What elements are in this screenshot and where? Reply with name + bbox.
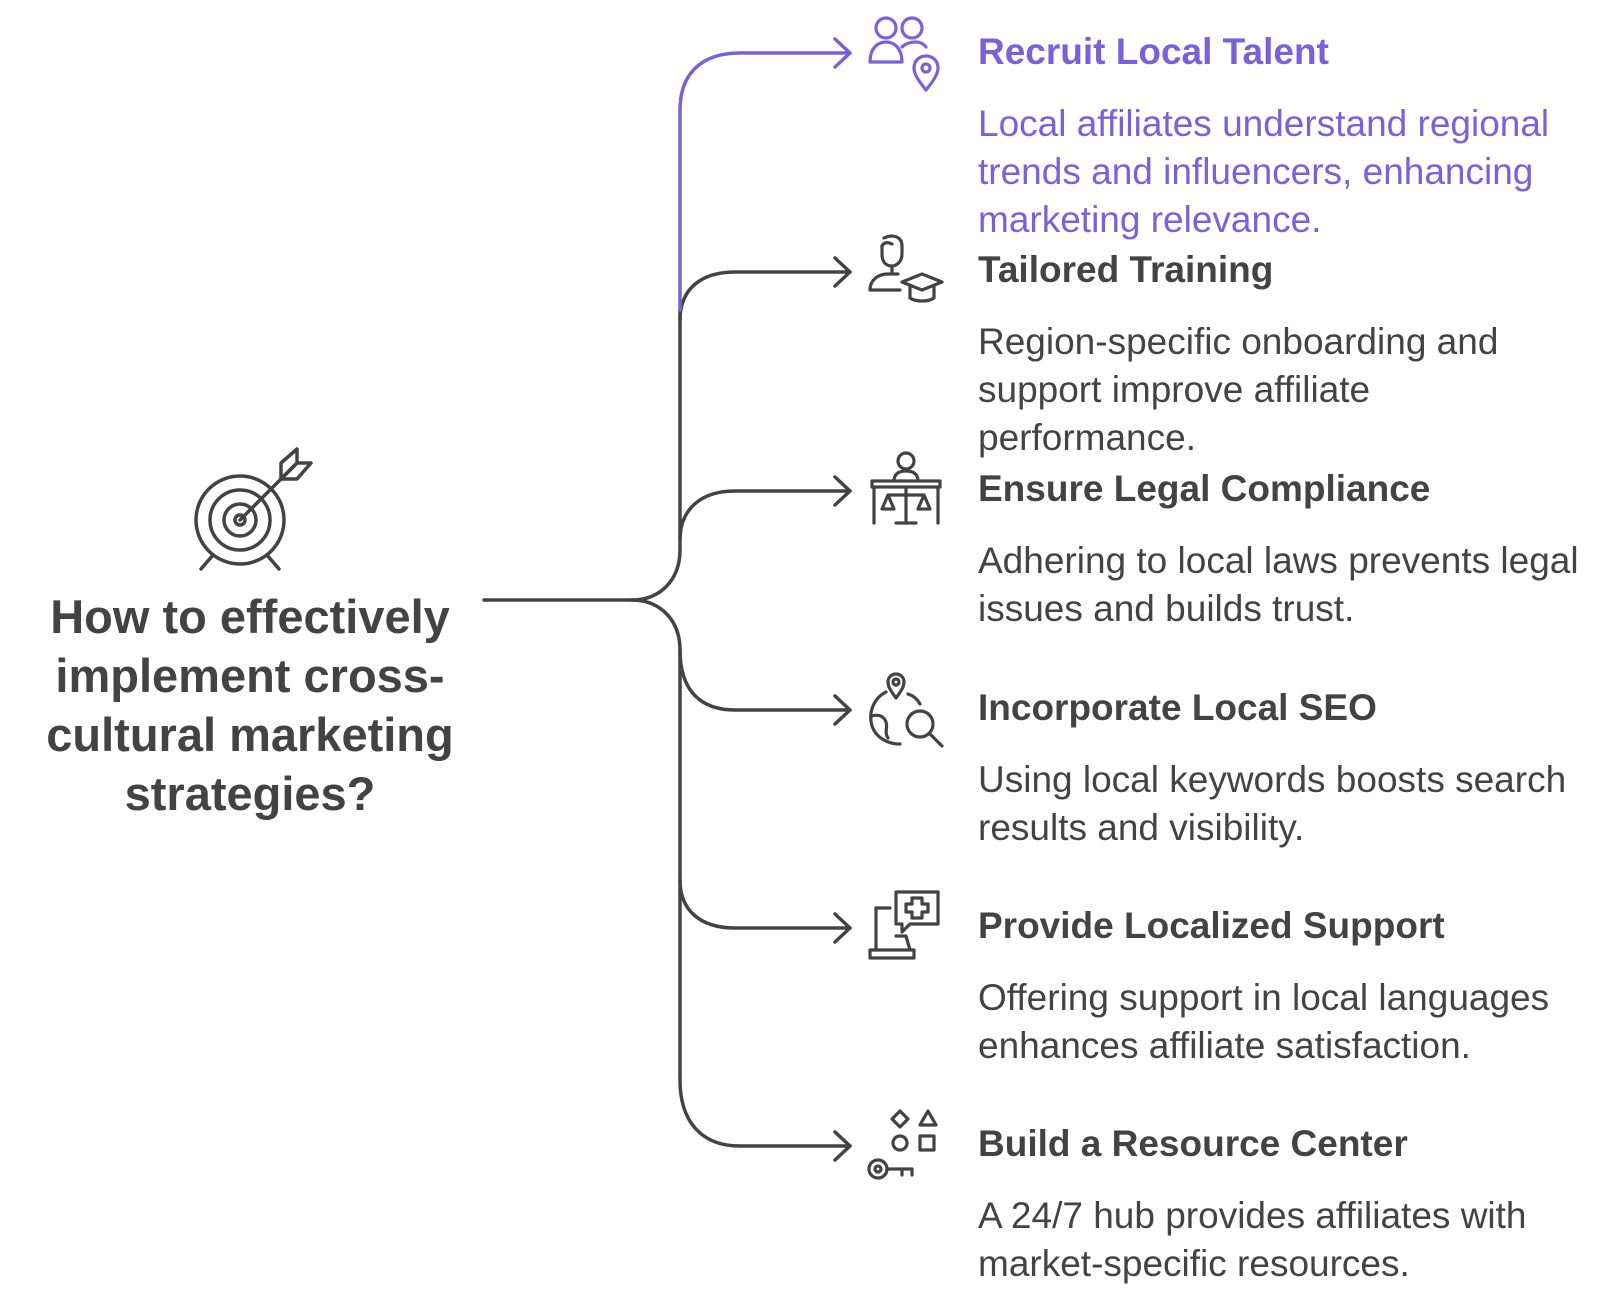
branch-description: Using local keywords boosts search resul… xyxy=(978,759,1567,848)
branch-title: Ensure Legal Compliance xyxy=(978,468,1431,509)
branch-description: A 24/7 hub provides affiliates with mark… xyxy=(978,1195,1527,1284)
person-graduation-cap-icon xyxy=(868,234,944,303)
branch-provide-localized-support: Provide Localized Support Offering suppo… xyxy=(978,904,1588,1070)
laptop-medical-icon xyxy=(868,890,940,960)
connector-branch-1 xyxy=(678,51,852,312)
arrowhead-branch-1 xyxy=(833,37,852,69)
branch-title: Build a Resource Center xyxy=(978,1123,1408,1164)
branch-description: Offering support in local languages enha… xyxy=(978,977,1550,1066)
branch-build-resource-center: Build a Resource Center A 24/7 hub provi… xyxy=(978,1122,1588,1288)
connector-trunk-up xyxy=(630,308,682,602)
connector-branch-4 xyxy=(678,648,852,712)
connector-branch-5 xyxy=(678,878,852,930)
central-topic: How to effectively implement cross-cultu… xyxy=(40,445,460,823)
connector-trunk-down xyxy=(630,598,682,1082)
central-question: How to effectively implement cross-cultu… xyxy=(46,590,454,820)
target-arrow-icon xyxy=(194,447,313,571)
branch-incorporate-local-seo: Incorporate Local SEO Using local keywor… xyxy=(978,686,1588,852)
branch-title: Incorporate Local SEO xyxy=(978,687,1377,728)
arrowhead-branch-3 xyxy=(833,475,852,507)
branch-title: Provide Localized Support xyxy=(978,905,1445,946)
arrowhead-branch-4 xyxy=(833,694,852,726)
connector-branch-6 xyxy=(678,1078,852,1148)
branch-description: Adhering to local laws prevents legal is… xyxy=(978,540,1579,629)
branch-title: Tailored Training xyxy=(978,249,1274,290)
branch-description: Local affiliates understand regional tre… xyxy=(978,103,1550,240)
branch-description: Region-specific onboarding and support i… xyxy=(978,321,1499,458)
arrowhead-branch-2 xyxy=(833,256,852,288)
people-location-icon xyxy=(868,16,940,92)
arrowhead-branch-6 xyxy=(833,1130,852,1162)
key-shapes-icon xyxy=(867,1109,938,1180)
connector-branch-2 xyxy=(678,270,852,322)
branch-ensure-legal-compliance: Ensure Legal Compliance Adhering to loca… xyxy=(978,467,1588,633)
branch-tailored-training: Tailored Training Region-specific onboar… xyxy=(978,248,1588,462)
globe-search-icon xyxy=(869,672,944,748)
person-scales-icon xyxy=(870,451,942,525)
branch-recruit-local-talent: Recruit Local Talent Local affiliates un… xyxy=(978,30,1588,244)
arrowhead-branch-5 xyxy=(833,912,852,944)
connector-branch-3 xyxy=(678,489,852,542)
branch-title: Recruit Local Talent xyxy=(978,31,1329,72)
